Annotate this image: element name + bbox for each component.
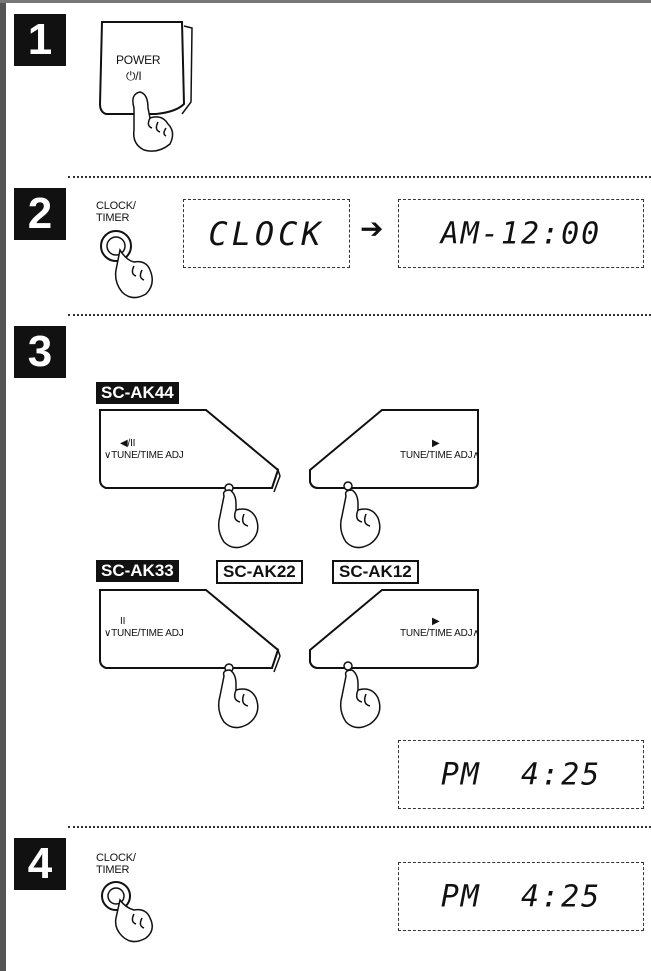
step-number-3: 3	[14, 326, 66, 378]
display-pm-425-step3: PM 4:25	[398, 740, 644, 809]
ak33-right-label: TUNE/TIME ADJ∧	[400, 628, 480, 639]
tune-time-adj-down-button	[99, 589, 281, 729]
clock-timer-label-1: CLOCK/	[96, 852, 136, 864]
clock-timer-label-2: TIMER	[96, 212, 130, 224]
hand-pointer-icon	[339, 489, 381, 549]
display-am-1200: AM-12:00	[398, 199, 644, 268]
hand-pointer-icon	[217, 669, 259, 729]
model-badge-sc-ak12: SC-AK12	[332, 560, 419, 584]
step-number-2: 2	[14, 188, 66, 240]
clock-timer-button	[101, 881, 153, 943]
ak33-right-symbol: ▶	[432, 616, 440, 627]
ak44-left-symbol: ◀/II	[120, 438, 136, 449]
step-number-4: 4	[14, 838, 66, 890]
clock-timer-label-2: TIMER	[96, 864, 130, 876]
page-edge	[0, 0, 6, 971]
ak33-left-symbol: II	[120, 616, 126, 627]
hand-pointer-icon	[132, 91, 174, 152]
model-badge-sc-ak22: SC-AK22	[216, 560, 303, 584]
tune-time-adj-down-button	[99, 409, 281, 549]
ak44-left-label: ∨TUNE/TIME ADJ	[104, 450, 184, 461]
separator	[68, 826, 651, 828]
hand-pointer-icon	[114, 247, 153, 299]
separator	[68, 176, 651, 178]
tune-time-adj-up-button	[309, 409, 479, 549]
display-pm-425-step4: PM 4:25	[398, 862, 644, 931]
hand-pointer-icon	[114, 898, 153, 943]
ak33-left-label: ∨TUNE/TIME ADJ	[104, 628, 184, 639]
tune-time-adj-up-button	[309, 589, 479, 729]
clock-timer-button	[100, 230, 153, 299]
model-badge-sc-ak44: SC-AK44	[96, 382, 179, 404]
display-clock: CLOCK	[183, 199, 350, 268]
separator	[68, 314, 651, 316]
ak44-right-label: TUNE/TIME ADJ∧	[400, 450, 480, 461]
ak44-right-symbol: ▶	[432, 438, 440, 449]
hand-pointer-icon	[339, 669, 381, 729]
step-number-1: 1	[14, 14, 66, 66]
top-border	[0, 0, 651, 3]
clock-timer-label-1: CLOCK/	[96, 200, 136, 212]
power-button-illustration	[98, 21, 193, 152]
model-badge-sc-ak33: SC-AK33	[96, 560, 179, 582]
power-label: POWER	[116, 53, 161, 67]
power-symbol: ⏻/I	[126, 69, 142, 83]
arrow-right-icon: ➔	[360, 213, 384, 244]
hand-pointer-icon	[217, 489, 259, 549]
